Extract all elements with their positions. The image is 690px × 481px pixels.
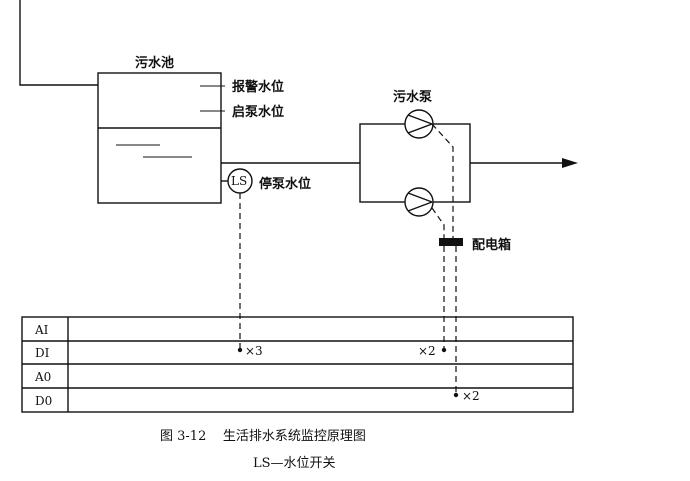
- start-level-label: 启泵水位: [232, 104, 284, 120]
- distribution-box-label: 配电箱: [472, 237, 511, 253]
- pump-do-terminal: [453, 392, 459, 398]
- pump-do-count: ×2: [462, 389, 480, 403]
- ls-di-terminal: [237, 347, 243, 353]
- stop-level-label: 停泵水位: [259, 176, 311, 192]
- pump-di-terminal: [441, 347, 447, 353]
- pump-1-arrow-top: [407, 114, 433, 125]
- row-label-di: DI: [35, 346, 50, 360]
- row-label-ai: AI: [34, 323, 49, 337]
- pump-label: 污水泵: [393, 89, 432, 105]
- pump-1-icon: [404, 109, 434, 139]
- pump-2-arrow-top: [407, 192, 433, 203]
- sewage-tank: [97, 72, 222, 204]
- pump-2-control-link: [431, 207, 445, 238]
- distribution-box: [439, 238, 463, 246]
- row-label-ao: A0: [34, 370, 51, 384]
- ls-di-count: ×3: [245, 344, 263, 358]
- pump-di-count: ×2: [418, 344, 436, 358]
- pump-1-arrow-bottom: [407, 123, 433, 134]
- pump-2-icon: [404, 187, 434, 217]
- ls-symbol: LS: [231, 174, 247, 188]
- alarm-level-label: 报警水位: [232, 79, 284, 95]
- pump-1-control-link: [431, 123, 454, 238]
- figure-caption: 图 3-12 生活排水系统监控原理图: [160, 429, 366, 444]
- pump-2-arrow-bottom: [407, 201, 433, 212]
- legend-note: LS—水位开关: [253, 456, 336, 471]
- outlet-arrow-icon: [562, 158, 578, 168]
- tank-label: 污水池: [135, 55, 174, 71]
- row-label-do: D0: [35, 394, 52, 408]
- inlet-pipe: [19, 0, 98, 86]
